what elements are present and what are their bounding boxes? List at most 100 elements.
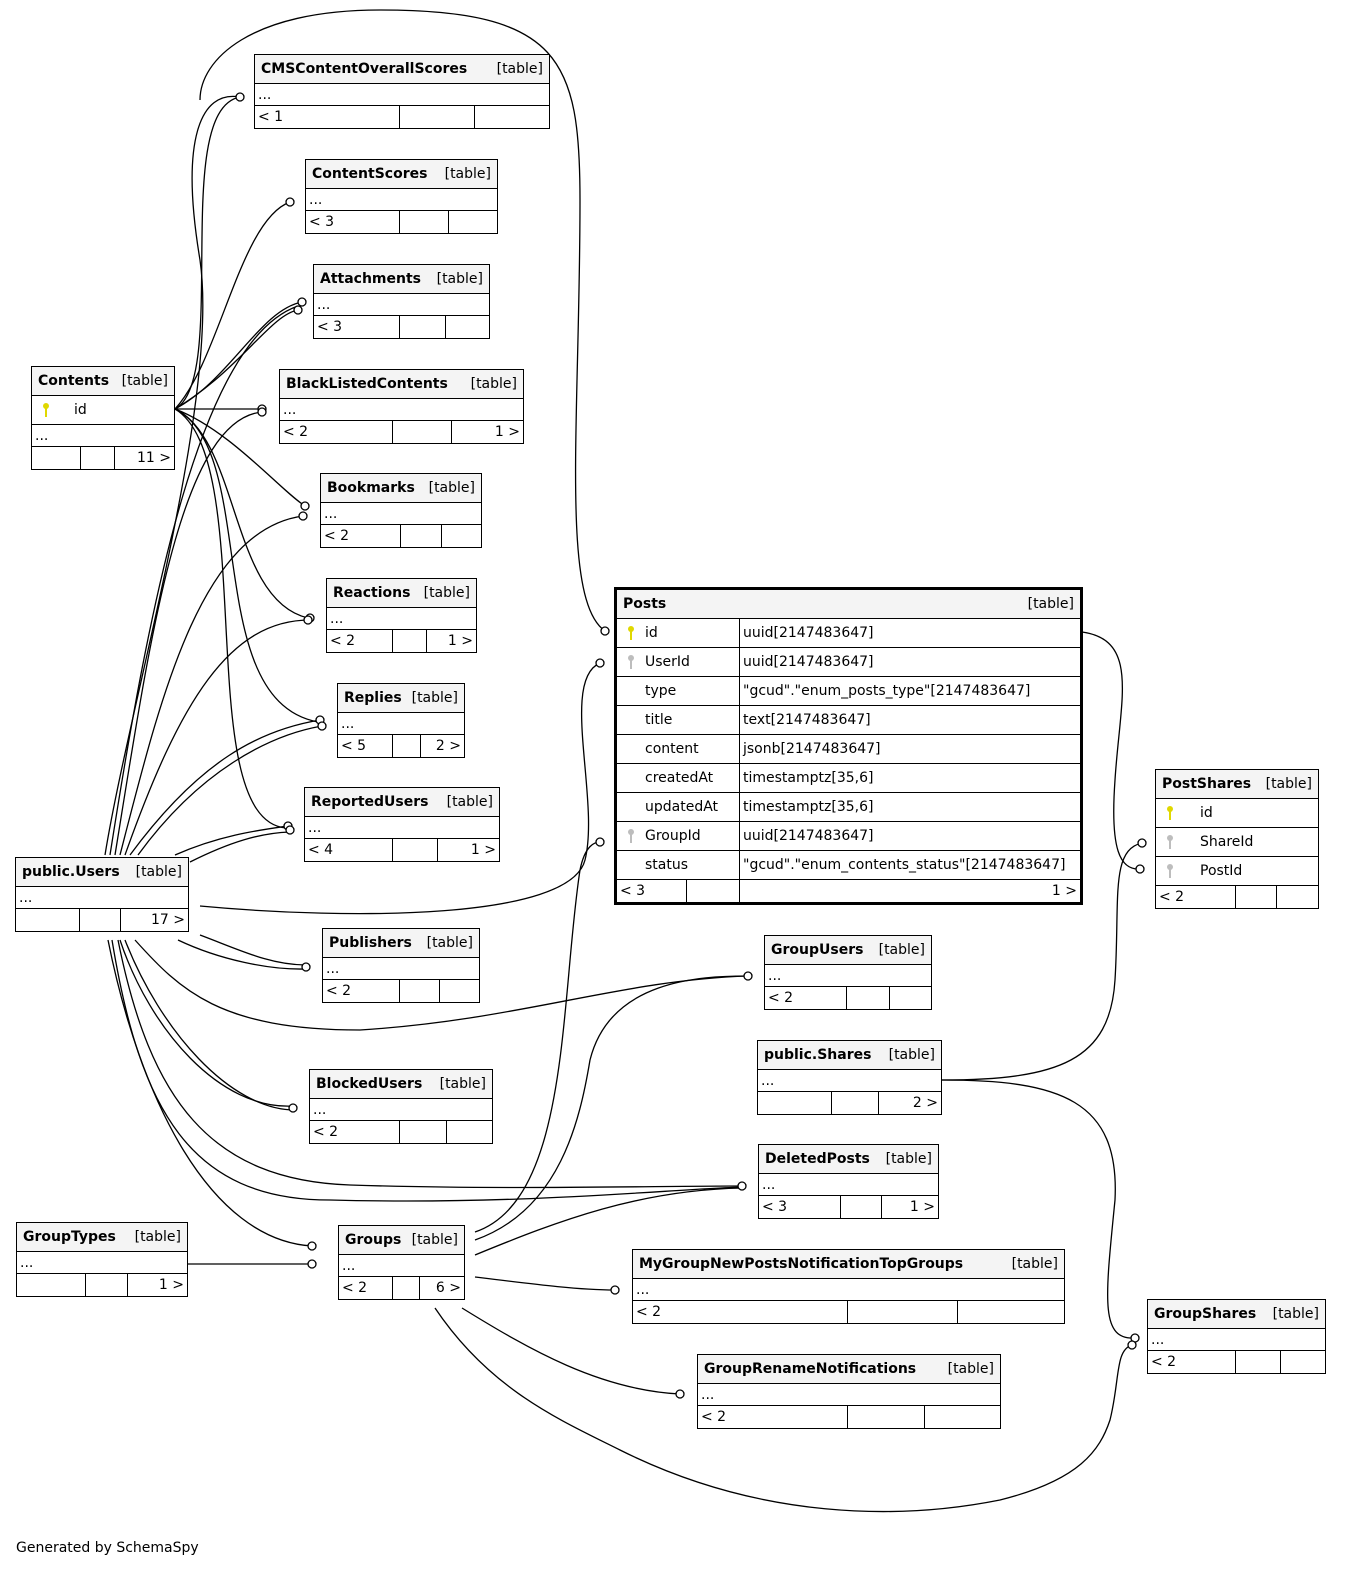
table-grouprenamenotifications[interactable]: GroupRenameNotifications[table] ... < 2: [697, 1354, 1001, 1429]
parents-link[interactable]: [16, 909, 80, 931]
table-grouptypes[interactable]: GroupTypes[table] ... 1 >: [16, 1222, 188, 1297]
parents-link[interactable]: < 2: [633, 1301, 848, 1323]
parents-link[interactable]: < 2: [310, 1121, 400, 1143]
row-count: [848, 1301, 958, 1323]
parents-link[interactable]: < 3: [617, 880, 687, 902]
children-link[interactable]: [449, 211, 497, 233]
table-attachments[interactable]: Attachments[table] ... < 3: [313, 264, 490, 339]
optional-cardinality-marker: [595, 837, 605, 847]
children-link[interactable]: [890, 987, 931, 1009]
table-header: Posts[table]: [617, 590, 1080, 619]
edge-groups-groupusers: [474, 975, 749, 1241]
parents-link[interactable]: [17, 1274, 86, 1296]
children-link[interactable]: 1 >: [494, 424, 520, 440]
table-header: Publishers[table]: [323, 929, 479, 958]
children-link[interactable]: 1 >: [158, 1277, 184, 1293]
edge-contents-reported: [174, 408, 287, 829]
children-link[interactable]: 11 >: [137, 450, 171, 466]
optional-cardinality-marker: [743, 971, 753, 981]
table-footer: < 4 1 >: [305, 839, 499, 861]
table-blockedusers[interactable]: BlockedUsers[table] ... < 2: [309, 1069, 493, 1144]
edge-users-reactions: [124, 619, 311, 856]
table-groupusers[interactable]: GroupUsers[table] ... < 2: [764, 935, 932, 1010]
parents-link[interactable]: < 2: [321, 525, 401, 547]
table-public-users[interactable]: public.Users[table] ... 17 >: [15, 857, 189, 932]
children-link[interactable]: 2 >: [912, 1095, 938, 1111]
parents-link[interactable]: < 5: [338, 735, 393, 757]
parents-link[interactable]: < 4: [305, 839, 393, 861]
children-link[interactable]: 1 >: [909, 1199, 935, 1215]
parents-link[interactable]: < 2: [765, 987, 847, 1009]
parents-link[interactable]: < 2: [339, 1277, 393, 1299]
row-count: [400, 1121, 447, 1143]
column-name: content: [645, 741, 699, 757]
parents-link[interactable]: < 2: [280, 421, 393, 443]
table-footer: 11 >: [32, 447, 174, 469]
table-header: public.Users[table]: [16, 858, 188, 887]
children-link[interactable]: [475, 106, 549, 128]
foreign-key-icon: [625, 653, 639, 671]
children-link[interactable]: [925, 1406, 1000, 1428]
optional-cardinality-marker: [301, 962, 311, 972]
parents-link[interactable]: < 2: [1156, 886, 1236, 908]
edge-users-blocked-2: [124, 939, 296, 1111]
table-header: MyGroupNewPostsNotificationTopGroups[tab…: [633, 1250, 1064, 1279]
parents-link[interactable]: [758, 1092, 832, 1114]
table-public-shares[interactable]: public.Shares[table] ... 2 >: [757, 1040, 942, 1115]
table-contentscores[interactable]: ContentScores[table] ... < 3: [305, 159, 498, 234]
children-link[interactable]: [1281, 1351, 1325, 1373]
children-link[interactable]: [447, 1121, 492, 1143]
table-bookmarks[interactable]: Bookmarks[table] ... < 2: [320, 473, 482, 548]
table-header: Bookmarks[table]: [321, 474, 481, 503]
parents-link[interactable]: < 2: [1148, 1351, 1236, 1373]
column-name: createdAt: [645, 770, 714, 786]
table-footer: < 2: [321, 525, 481, 547]
children-link[interactable]: [1277, 886, 1318, 908]
children-link[interactable]: 17 >: [151, 912, 185, 928]
children-link[interactable]: [442, 525, 481, 547]
row-count: [400, 211, 449, 233]
children-link[interactable]: 6 >: [435, 1280, 461, 1296]
table-cmscontentoverallscores[interactable]: CMSContentOverallScores[table] ... < 1: [254, 54, 550, 129]
table-mygroupnewpostsnotificationtopgroups[interactable]: MyGroupNewPostsNotificationTopGroups[tab…: [632, 1249, 1065, 1324]
table-contents[interactable]: Contents[table] id ... 11 >: [31, 366, 175, 470]
children-link[interactable]: 1 >: [1051, 883, 1077, 899]
parents-link[interactable]: < 2: [698, 1406, 848, 1428]
table-header: CMSContentOverallScores[table]: [255, 55, 549, 84]
parents-link[interactable]: < 3: [759, 1196, 841, 1218]
parents-link[interactable]: < 3: [306, 211, 400, 233]
table-footer: < 3: [314, 316, 489, 338]
parents-link[interactable]: [32, 447, 81, 469]
edge-groups-posts: [474, 841, 601, 1233]
children-link[interactable]: [446, 316, 489, 338]
row-count: [393, 421, 452, 443]
columns-ellipsis: ...: [280, 399, 523, 421]
parents-link[interactable]: < 2: [327, 630, 393, 652]
row-count: [81, 447, 115, 469]
table-groupshares[interactable]: GroupShares[table] ... < 2: [1147, 1299, 1326, 1374]
children-link[interactable]: 1 >: [470, 842, 496, 858]
edge-users-blacklisted: [114, 411, 263, 856]
optional-cardinality-marker: [297, 297, 307, 307]
parents-link[interactable]: < 2: [323, 980, 400, 1002]
column-type: "gcud"."enum_contents_status"[2147483647…: [743, 857, 1066, 873]
row-count: [393, 839, 438, 861]
parents-link[interactable]: < 1: [255, 106, 400, 128]
children-link[interactable]: 2 >: [435, 738, 461, 754]
parents-link[interactable]: < 3: [314, 316, 400, 338]
no-key-icon: [625, 798, 639, 816]
table-publishers[interactable]: Publishers[table] ... < 2: [322, 928, 480, 1003]
children-link[interactable]: [958, 1301, 1064, 1323]
children-link[interactable]: [440, 980, 479, 1002]
children-link[interactable]: 1 >: [447, 633, 473, 649]
edge-users-publishers-2: [177, 939, 307, 970]
